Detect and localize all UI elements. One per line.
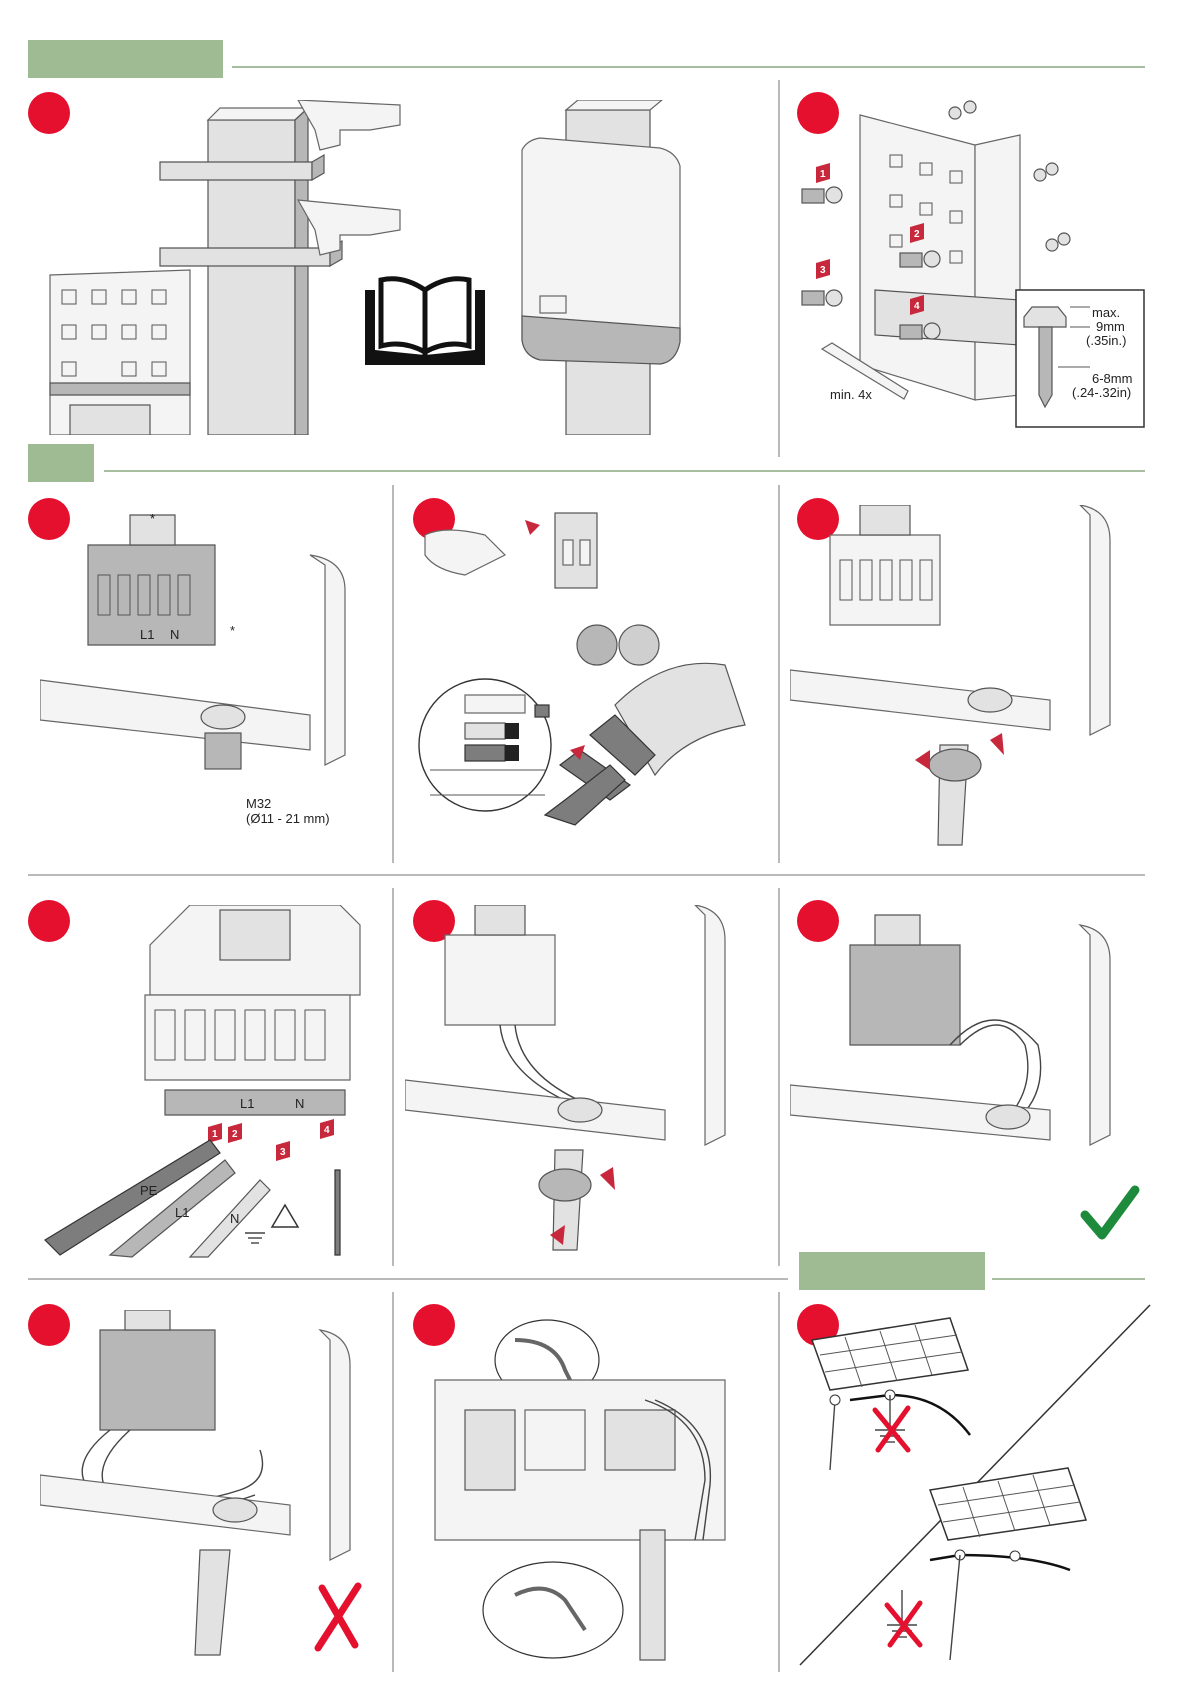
illustration-cable-ties: [405, 1310, 770, 1665]
divider-vertical: [778, 1292, 780, 1672]
svg-text:N: N: [230, 1211, 239, 1226]
svg-text:min. 4x: min. 4x: [830, 387, 872, 402]
svg-text:1: 1: [212, 1129, 218, 1140]
illustration-terminal-block: * * L1 N M32 (Ø11 - 21 mm): [40, 505, 385, 855]
section-header-line: [104, 470, 1145, 472]
section-header-line: [232, 66, 1145, 68]
illustration-cable-strip: [405, 505, 770, 860]
svg-text:L1: L1: [240, 1096, 254, 1111]
cross-mark-icon: [318, 1586, 358, 1648]
ground-symbol-icon: [245, 1233, 265, 1243]
divider-vertical: [392, 1292, 394, 1672]
illustration-pv-grounding: [790, 1300, 1155, 1670]
illustration-pole-bracket: [40, 100, 760, 435]
illustration-wiring-sequence: L1 N 1 2 3 4 PE L1 N: [40, 905, 385, 1260]
checkmark-icon: [1085, 1190, 1135, 1235]
svg-text:N: N: [170, 627, 179, 642]
svg-text:*: *: [230, 623, 235, 638]
svg-text:2: 2: [232, 1129, 238, 1140]
section-header-line: [992, 1278, 1145, 1280]
illustration-bracket-screws: 1 3 2 4 min. 4x max. 9mm (.35in.) 6-8mm …: [790, 95, 1150, 440]
divider-vertical: [778, 888, 780, 1266]
svg-text:1: 1: [820, 169, 826, 180]
svg-text:(.24-.32in): (.24-.32in): [1072, 385, 1131, 400]
divider-vertical: [778, 485, 780, 863]
illustration-correct-loop: [790, 905, 1155, 1260]
svg-text:N: N: [295, 1096, 304, 1111]
svg-text:4: 4: [324, 1125, 330, 1136]
divider-vertical: [392, 485, 394, 863]
illustration-cable-fitted: [405, 905, 770, 1260]
section-header-ac: [28, 444, 94, 482]
svg-text:(.35in.): (.35in.): [1086, 333, 1126, 348]
svg-text:L1: L1: [140, 627, 154, 642]
svg-text:max.: max.: [1092, 305, 1120, 320]
svg-text:3: 3: [820, 265, 826, 276]
svg-text:PE: PE: [140, 1183, 158, 1198]
divider-horizontal: [28, 1278, 788, 1280]
svg-text:4: 4: [914, 301, 920, 312]
svg-text:3: 3: [280, 1147, 286, 1158]
section-header-mounting: [28, 40, 223, 78]
illustration-wrong-loop: [40, 1310, 385, 1665]
warning-triangle-icon: [272, 1205, 298, 1227]
svg-text:(Ø11 - 21 mm): (Ø11 - 21 mm): [246, 811, 330, 826]
svg-text:L1: L1: [175, 1205, 189, 1220]
svg-text:M32: M32: [246, 796, 271, 811]
svg-text:9mm: 9mm: [1096, 319, 1125, 334]
svg-text:*: *: [150, 511, 155, 526]
manual-book-icon: [365, 279, 485, 365]
svg-text:2: 2: [914, 229, 920, 240]
divider-vertical: [778, 80, 780, 457]
divider-horizontal: [28, 874, 1145, 876]
divider-vertical: [392, 888, 394, 1266]
illustration-gland-twist: [790, 505, 1155, 860]
svg-text:6-8mm: 6-8mm: [1092, 371, 1132, 386]
